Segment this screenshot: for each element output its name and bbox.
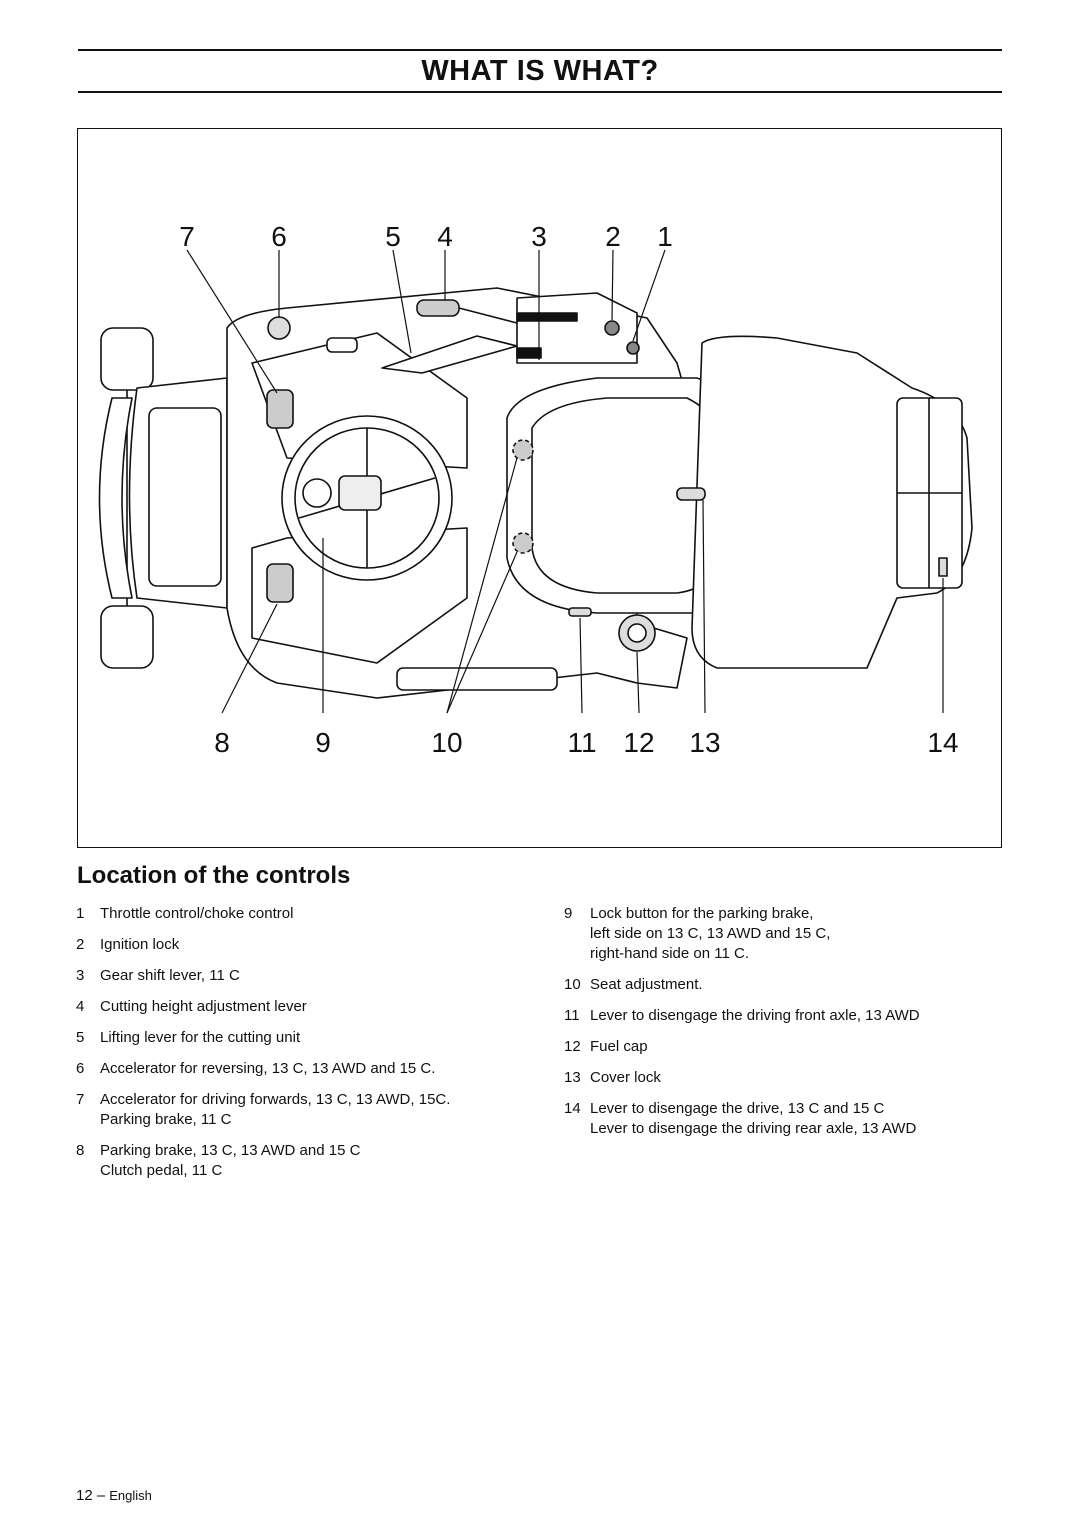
item-number: 12 [564, 1038, 581, 1055]
page-title: WHAT IS WHAT? [421, 55, 659, 87]
item-text: Lever to disengage the drive, 13 C and 1… [590, 1100, 917, 1137]
item-number: 14 [564, 1100, 581, 1117]
item-text: Lifting lever for the cutting unit [100, 1029, 301, 1046]
callout-6: 6 [271, 221, 287, 252]
item-text: Ignition lock [100, 936, 180, 953]
item-text: Lever to disengage the driving front axl… [590, 1007, 920, 1024]
pedal-accelerator [266, 389, 294, 429]
front-left-wheel [100, 327, 154, 391]
callout-13: 13 [689, 727, 720, 758]
item-number: 3 [76, 967, 85, 984]
list-item: 2 Ignition lock [76, 935, 536, 955]
callout-11: 11 [567, 727, 596, 758]
list-item: 8 Parking brake, 13 C, 13 AWD and 15 C Cl… [76, 1141, 536, 1181]
item-number: 6 [76, 1060, 85, 1077]
item-number: 1 [76, 905, 85, 922]
drive-disengage-lever [938, 557, 948, 577]
list-item: 7 Accelerator for driving forwards, 13 C,… [76, 1090, 536, 1130]
item-text: Cutting height adjustment lever [100, 998, 307, 1015]
item-text: Accelerator for driving forwards, 13 C, … [100, 1091, 451, 1128]
list-item: 12 Fuel cap [564, 1037, 1004, 1057]
item-number: 10 [564, 976, 581, 993]
item-text: Throttle control/choke control [100, 905, 294, 922]
cover-lock [676, 487, 706, 501]
item-text: Fuel cap [590, 1038, 648, 1055]
item-text: Lock button for the parking brake, left … [590, 905, 831, 962]
reverse-pedal-knob [267, 316, 291, 340]
list-item: 11 Lever to disengage the driving front a… [564, 1006, 1004, 1026]
list-item: 6 Accelerator for reversing, 13 C, 13 AWD… [76, 1059, 536, 1079]
front-bumper [98, 397, 133, 599]
callout-3: 3 [531, 221, 547, 252]
header-rule-top [78, 49, 1002, 51]
callout-10: 10 [431, 727, 462, 758]
list-item: 10 Seat adjustment. [564, 975, 1004, 995]
list-item: 9 Lock button for the parking brake, left… [564, 904, 1004, 964]
throttle-control [626, 341, 640, 355]
item-text: Parking brake, 13 C, 13 AWD and 15 C Clu… [100, 1142, 361, 1179]
callout-1: 1 [657, 221, 673, 252]
callout-8: 8 [214, 727, 230, 758]
item-number: 9 [564, 905, 573, 922]
callout-12: 12 [623, 727, 654, 758]
callout-5: 5 [385, 221, 401, 252]
item-number: 4 [76, 998, 85, 1015]
callout-7: 7 [179, 221, 195, 252]
item-text: Accelerator for reversing, 13 C, 13 AWD … [100, 1060, 436, 1077]
list-item: 13 Cover lock [564, 1068, 1004, 1088]
mower-top-view-diagram: 7 6 5 4 3 2 1 8 9 10 11 12 13 14 [77, 128, 1002, 848]
mower-controls-figure: 7 6 5 4 3 2 1 8 9 10 11 12 13 14 [77, 128, 1002, 848]
callout-4: 4 [437, 221, 453, 252]
item-text: Cover lock [590, 1069, 661, 1086]
item-text: Seat adjustment. [590, 976, 703, 993]
front-right-wheel [100, 605, 154, 669]
front-axle-lever [568, 607, 592, 617]
callout-14: 14 [927, 727, 958, 758]
list-item: 4 Cutting height adjustment lever [76, 997, 536, 1017]
page-footer: 12 –English [76, 1487, 152, 1504]
item-number: 2 [76, 936, 85, 953]
item-number: 11 [564, 1007, 580, 1024]
item-number: 8 [76, 1142, 85, 1159]
controls-list-right: 9 Lock button for the parking brake, left… [564, 904, 1004, 1150]
item-number: 5 [76, 1029, 85, 1046]
item-number: 7 [76, 1091, 85, 1108]
pedal-brake [266, 563, 294, 603]
seat-adjust-knob-2 [512, 532, 534, 554]
list-item: 5 Lifting lever for the cutting unit [76, 1028, 536, 1048]
list-item: 14 Lever to disengage the drive, 13 C and… [564, 1099, 1004, 1139]
cutting-height-lever [416, 299, 460, 317]
callout-9: 9 [315, 727, 331, 758]
page-number: 12 – [76, 1487, 106, 1504]
footer-language: English [109, 1488, 152, 1503]
item-number: 13 [564, 1069, 581, 1086]
header-rule-bottom [78, 91, 1002, 93]
callout-2: 2 [605, 221, 621, 252]
list-item: 3 Gear shift lever, 11 C [76, 966, 536, 986]
ignition-lock [604, 320, 620, 336]
item-text: Gear shift lever, 11 C [100, 967, 240, 984]
list-item: 1 Throttle control/choke control [76, 904, 536, 924]
seat-adjust-knob-1 [512, 439, 534, 461]
controls-list-left: 1 Throttle control/choke control 2 Ignitio… [76, 904, 536, 1192]
section-title: Location of the controls [77, 862, 351, 889]
